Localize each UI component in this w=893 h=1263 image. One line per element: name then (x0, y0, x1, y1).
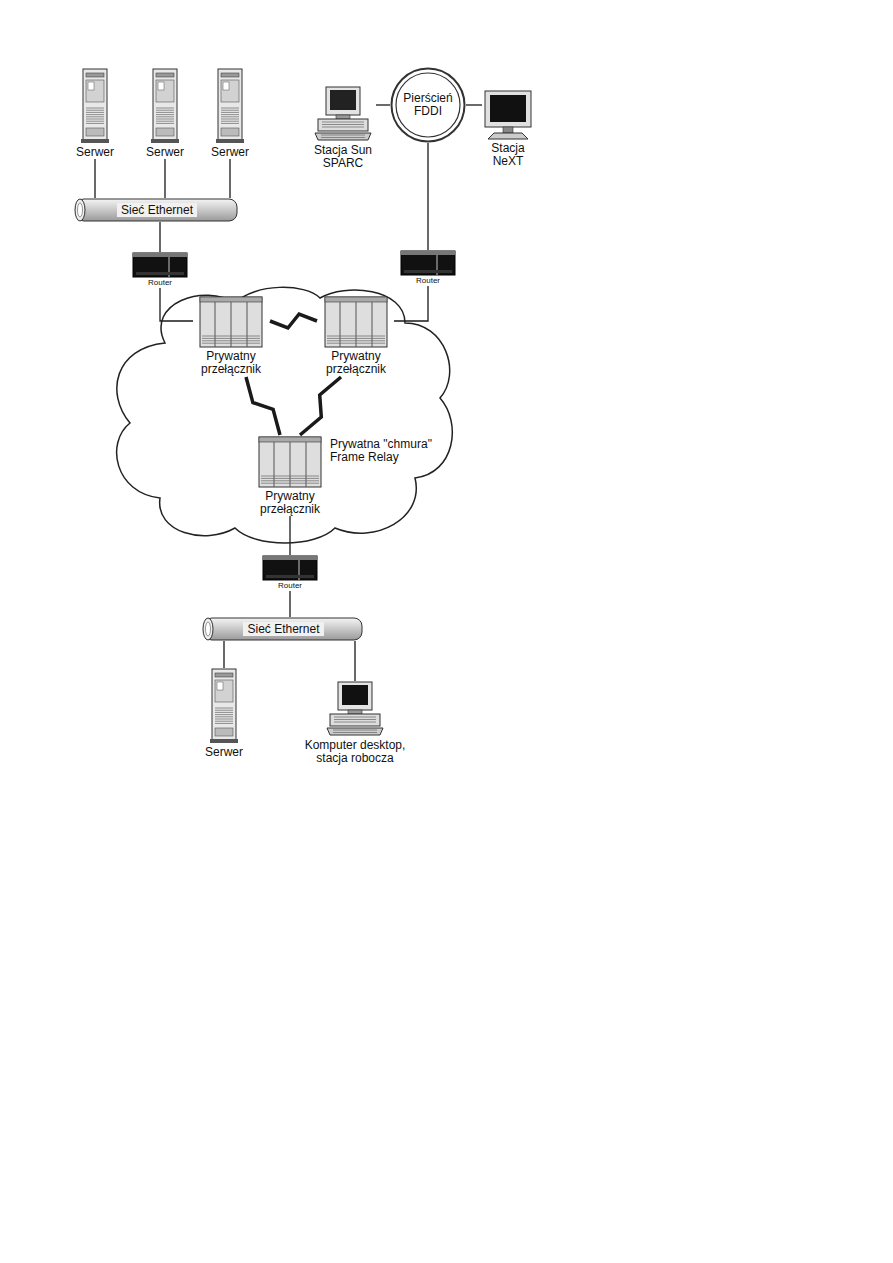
pipe-node: Sieć Ethernet (200, 617, 367, 641)
router-node: Router (132, 252, 188, 288)
server-icon (80, 68, 110, 144)
node-label: Stacja Sun SPARC (310, 144, 376, 170)
node-label: Prywatny przełącznik (252, 490, 328, 516)
wan-link (270, 314, 317, 328)
switch-icon (324, 296, 388, 348)
router-node: Router (400, 250, 456, 286)
node-label: Serwer (146, 146, 184, 159)
node-label: Sieć Ethernet (117, 203, 197, 217)
node-label: Prywatny przełącznik (318, 350, 394, 376)
next-icon (482, 90, 534, 140)
network-cable (427, 143, 428, 250)
router-icon (262, 555, 318, 581)
node-label: Router (416, 276, 440, 286)
network-cable (159, 222, 160, 252)
node-label: Stacja NeXT (484, 142, 532, 168)
node-label: Serwer (76, 146, 114, 159)
server-node: Serwer (146, 68, 184, 159)
router-icon (400, 250, 456, 276)
node-label: Prywatna "chmura" Frame Relay (330, 438, 445, 464)
network-cable (160, 288, 193, 321)
node-label: Komputer desktop, stacja robocza (298, 739, 412, 765)
network-cable (289, 516, 290, 555)
server-node: Serwer (211, 68, 249, 159)
node-label: Router (148, 278, 172, 288)
node-label: Router (278, 581, 302, 591)
network-cable (94, 159, 95, 198)
next-node: Stacja NeXT (482, 90, 534, 168)
server-icon (215, 68, 245, 144)
network-cable (466, 104, 482, 105)
node-label: Prywatny przełącznik (193, 350, 269, 376)
network-cable (354, 641, 355, 681)
switch-node: Prywatny przełącznik (252, 436, 328, 516)
node-label: Serwer (205, 746, 243, 759)
network-cable (164, 159, 165, 198)
sparc-icon (312, 86, 374, 142)
switch-icon (258, 436, 322, 488)
switch-node: Prywatny przełącznik (318, 296, 394, 376)
server-node: Serwer (205, 668, 243, 759)
wan-link (246, 377, 280, 435)
ring-node: Pierścień FDDI (390, 67, 466, 143)
cloud-node: Prywatna "chmura" Frame RelayPrywatny pr… (105, 283, 462, 548)
network-cable (229, 159, 230, 198)
network-cable (223, 641, 224, 668)
desktop-node: Komputer desktop, stacja robocza (298, 681, 412, 765)
node-label: Sieć Ethernet (243, 622, 323, 636)
network-cable (376, 104, 390, 105)
network-cable (394, 286, 428, 321)
switch-icon (199, 296, 263, 348)
sparc-node: Stacja Sun SPARC (310, 86, 376, 170)
wan-link (300, 377, 341, 435)
server-icon (150, 68, 180, 144)
router-node: Router (262, 555, 318, 591)
router-icon (132, 252, 188, 278)
desktop-icon (324, 681, 386, 737)
node-label: Serwer (211, 146, 249, 159)
node-label: Pierścień FDDI (397, 92, 459, 118)
server-node: Serwer (76, 68, 114, 159)
pipe-node: Sieć Ethernet (72, 198, 242, 222)
server-icon (209, 668, 239, 744)
switch-node: Prywatny przełącznik (193, 296, 269, 376)
network-cable (289, 591, 290, 617)
